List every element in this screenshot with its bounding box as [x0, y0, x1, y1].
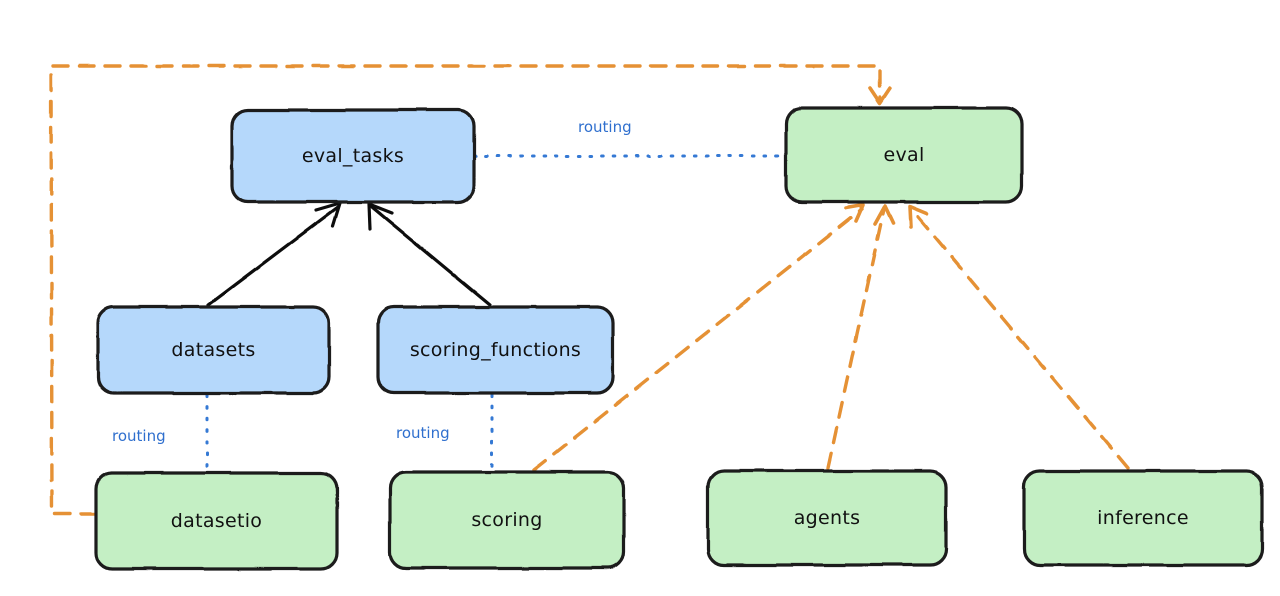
edge-scoring_functions-to-eval_tasks-arrowhead: [367, 202, 394, 231]
edge-datasetio-to-eval: [49, 64, 882, 516]
edge-scoring-to-eval-arrowhead: [844, 203, 865, 223]
edge-agents-to-eval-arrowhead: [873, 204, 895, 226]
node-datasetio[interactable]: [94, 471, 339, 571]
node-scoring[interactable]: [388, 470, 626, 570]
edge-scoring_functions-to-eval_tasks: [370, 205, 492, 307]
node-datasets[interactable]: [96, 305, 331, 395]
node-scoring_functions[interactable]: [376, 305, 615, 395]
edge-datasets-to-eval_tasks: [206, 205, 340, 307]
edge-scoring-to-eval: [532, 207, 864, 472]
edge-inference-to-eval-arrowhead: [908, 205, 929, 229]
edge-inference-to-eval: [910, 208, 1130, 470]
node-inference[interactable]: [1022, 469, 1264, 567]
node-eval[interactable]: [784, 106, 1024, 204]
node-eval_tasks[interactable]: [230, 108, 476, 204]
edge-agents-to-eval: [826, 207, 886, 470]
node-agents[interactable]: [706, 469, 948, 567]
edge-datasetio-to-eval-arrowhead: [868, 86, 892, 105]
